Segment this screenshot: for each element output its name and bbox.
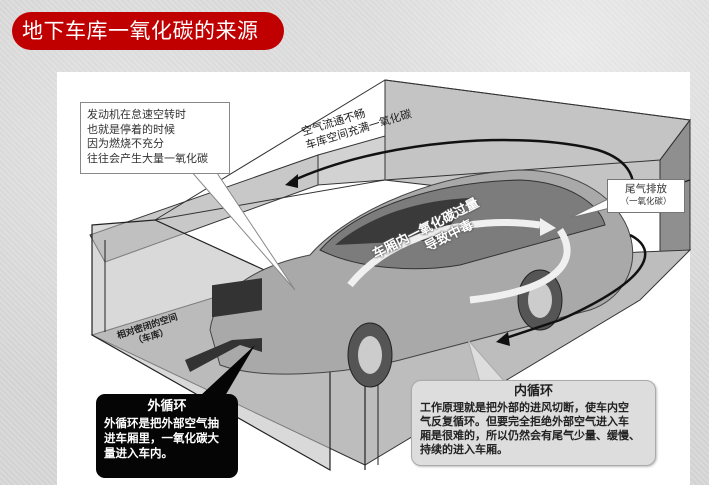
inner-circulation-heading: 内循环	[513, 384, 553, 399]
airflow-arrow	[289, 138, 635, 211]
garage-top-edge	[154, 79, 691, 221]
inner-circulation-line: 持续的进入车厢。	[420, 443, 508, 456]
outer-circulation-line: 进车厢里，一氧化碳大	[104, 431, 219, 445]
exhaust-subtitle: （一氧化碳）	[620, 197, 672, 207]
outer-circulation-line: 外循环是把外部空气抽	[104, 416, 219, 430]
inner-circulation-line: 工作原理就是把外部的进风切断，使车内空	[420, 401, 629, 414]
page-title: 地下车库一氧化碳的来源	[12, 12, 284, 50]
inner-circulation-line: 厢是很难的，所以仍然会有尾气少量、缓慢、	[420, 429, 640, 442]
car-illustration	[209, 169, 634, 388]
inner-circulation-line: 气反复循环。但要完全拒绝外部空气进入车	[420, 415, 629, 428]
exhaust-title: 尾气排放	[625, 183, 667, 195]
outer-circulation-line: 量进入车内。	[104, 446, 173, 460]
engine-note-line: 发动机在怠速空转时	[87, 108, 186, 121]
exhaust-callout: 尾气排放 （一氧化碳）	[607, 179, 685, 213]
engine-note-line: 也就是停着的时候	[87, 122, 175, 136]
intake-arrow	[185, 338, 262, 372]
inner-circulation-callout: 内循环 工作原理就是把外部的进风切断，使车内空 气反复循环。但要完全拒绝外部空气…	[411, 380, 656, 466]
engine-note-line: 因为燃烧不充分	[87, 137, 164, 150]
engine-note-line: 往往会产生大量一氧化碳	[87, 151, 208, 165]
floor-arrow	[499, 233, 647, 342]
engine-idle-callout: 发动机在怠速空转时 也就是停着的时候 因为燃烧不充分 往往会产生大量一氧化碳	[80, 102, 230, 174]
outer-note-pointer	[200, 345, 255, 396]
outer-circulation-callout: 外循环 外循环是把外部空气抽 进车厢里，一氧化碳大 量进入车内。	[96, 394, 238, 478]
outer-circulation-heading: 外循环	[147, 399, 187, 414]
